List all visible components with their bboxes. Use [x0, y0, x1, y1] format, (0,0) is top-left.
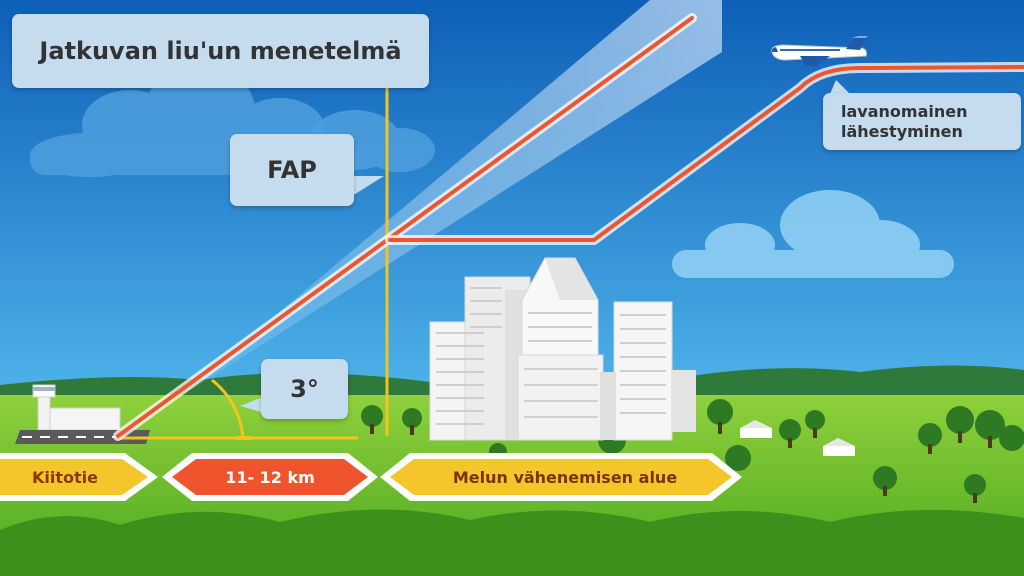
- angle-label: 3°: [290, 375, 319, 403]
- approach-callout: lavanomainen lähestyminen: [823, 93, 1021, 150]
- fap-callout-tail: [352, 176, 384, 196]
- city-buildings-icon: [429, 257, 696, 441]
- noise-arrow: [390, 459, 732, 495]
- fap-label: FAP: [267, 156, 317, 184]
- cloud-icon: [672, 190, 954, 278]
- page-title: Jatkuvan liu'un menetelmä: [39, 37, 402, 65]
- control-tower-icon: [32, 384, 56, 431]
- grass-foreground: [0, 509, 1024, 576]
- angle-callout: 3°: [261, 359, 348, 419]
- airplane-icon: [771, 36, 868, 66]
- runway-label: Kiitotie: [32, 467, 98, 487]
- noise-zone-label: Melun vähenemisen alue: [452, 467, 678, 487]
- approach-callout-tail: [830, 80, 850, 94]
- title-callout: Jatkuvan liu'un menetelmä: [12, 14, 429, 88]
- angle-marker: [236, 436, 252, 440]
- distance-arrow: [172, 459, 368, 495]
- terminal-building: [49, 407, 121, 431]
- fap-callout: FAP: [230, 134, 354, 206]
- distance-label: 11- 12 km: [225, 467, 315, 487]
- runway-arrow: [0, 459, 148, 495]
- house-icon: [740, 420, 855, 456]
- flight-path: [113, 13, 1024, 441]
- approach-label: lavanomainen lähestyminen: [841, 101, 968, 141]
- tree-icon: [361, 399, 1024, 503]
